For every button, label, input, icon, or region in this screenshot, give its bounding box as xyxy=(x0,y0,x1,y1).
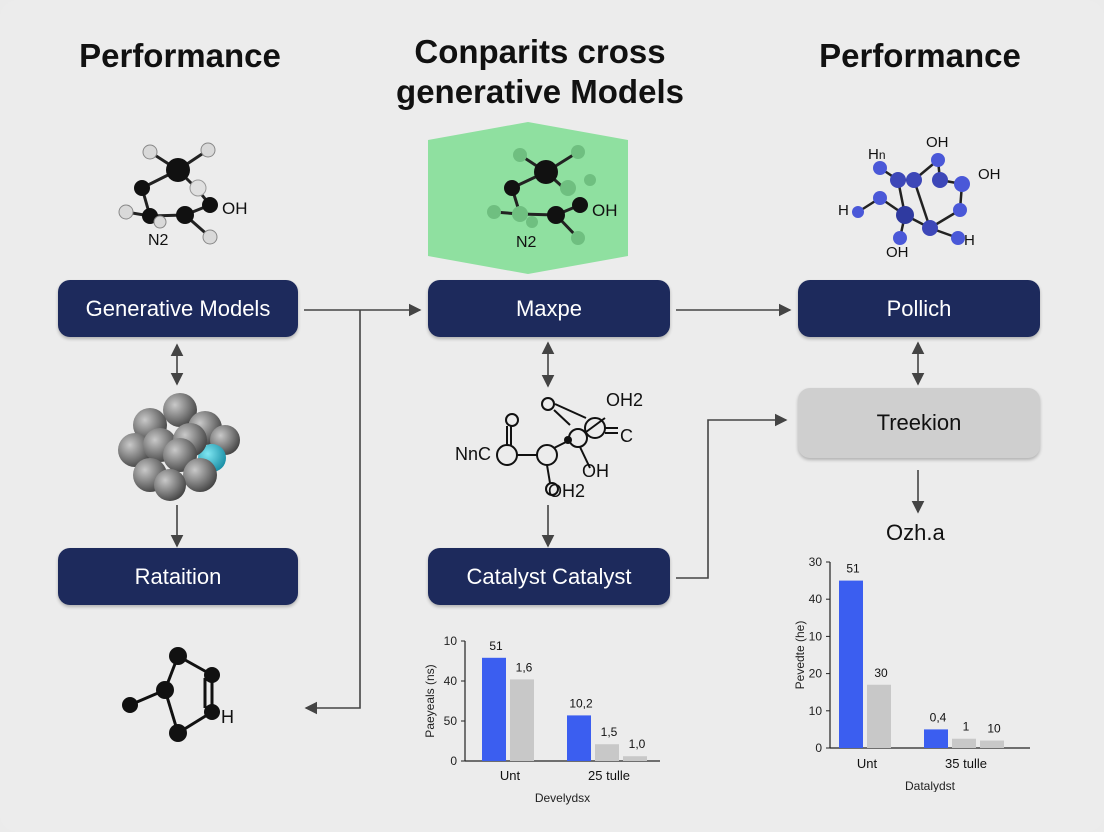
arrow-up-to-bottom-molecule xyxy=(304,310,361,715)
y-axis-label: Paeyeals (ns) xyxy=(423,664,437,737)
data-label: 51 xyxy=(489,639,503,653)
right-molecule-h-bottom-label: H xyxy=(964,232,975,249)
data-label: 10 xyxy=(987,722,1001,736)
right-column-title: Performance xyxy=(819,37,1021,74)
y-tick-label: 40 xyxy=(444,674,458,688)
bar xyxy=(980,740,1004,748)
maxpe-box[interactable]: Maxpe xyxy=(428,280,670,337)
data-label: 1,6 xyxy=(516,660,533,674)
bar xyxy=(952,738,976,748)
formula-nnc-label: NnC xyxy=(455,444,492,464)
catalyst-box[interactable]: Catalyst Catalyst xyxy=(428,548,670,605)
bar xyxy=(924,729,948,748)
y-tick-label: 10 xyxy=(809,704,823,718)
right-molecule-h-label: Hn xyxy=(868,146,886,163)
right-molecule-oh-right-label: OH xyxy=(978,166,1001,183)
center-column-title-line2: generative Models xyxy=(396,73,684,110)
ratition-box[interactable]: Rataition xyxy=(58,548,298,605)
bar xyxy=(867,684,891,748)
pollich-box[interactable]: Pollich xyxy=(798,280,1040,337)
generative-models-box[interactable]: Generative Models xyxy=(58,280,298,337)
right-molecule-oh-bottom-label: OH xyxy=(886,244,909,261)
y-axis-label: Pevedte (he) xyxy=(793,621,807,690)
y-tick-label: 20 xyxy=(809,667,823,681)
x-tick-label: Unt xyxy=(857,756,878,771)
data-label: 30 xyxy=(874,666,888,680)
right-molecule-oh-top-label: OH xyxy=(926,134,949,151)
left-molecule-n2-label: N2 xyxy=(148,232,169,249)
right-molecule-ho-label: H xyxy=(838,202,849,219)
bar xyxy=(839,580,863,748)
bar xyxy=(623,756,647,761)
x-tick-label: 35 tulle xyxy=(945,756,987,771)
formula-c-label: C xyxy=(620,426,633,446)
y-tick-label: 40 xyxy=(809,592,823,606)
data-label: 1 xyxy=(963,720,970,734)
data-label: 51 xyxy=(846,562,860,576)
x-axis-label: Develydsx xyxy=(535,791,590,805)
x-tick-label: 25 tulle xyxy=(588,768,630,783)
y-tick-label: 30 xyxy=(809,555,823,569)
treekion-box[interactable]: Treekion xyxy=(798,388,1040,458)
formula-oh-label: OH xyxy=(582,461,609,481)
data-label: 10,2 xyxy=(569,696,593,710)
y-tick-label: 10 xyxy=(809,629,823,643)
y-tick-label: 0 xyxy=(450,754,457,768)
left-molecule-oh-label: OH xyxy=(222,199,248,218)
center-column-title-line1: Conparits cross xyxy=(414,33,666,70)
formula-oh2-bottom-label: OH2 xyxy=(548,481,586,501)
data-label: 1,0 xyxy=(629,737,646,751)
bottom-molecule-h-label: H xyxy=(221,707,234,727)
y-tick-label: 50 xyxy=(444,714,458,728)
x-tick-label: Unt xyxy=(500,768,521,783)
y-tick-label: 0 xyxy=(815,741,822,755)
data-label: 0,4 xyxy=(930,710,947,724)
center-molecule-n2-label: N2 xyxy=(516,234,537,251)
left-column-title: Performance xyxy=(79,37,281,74)
bar xyxy=(567,715,591,761)
bar xyxy=(482,657,506,761)
data-label: 1,5 xyxy=(601,725,618,739)
bar xyxy=(510,679,534,761)
bar xyxy=(595,744,619,761)
y-tick-label: 10 xyxy=(444,634,458,648)
formula-oh2-top-label: OH2 xyxy=(606,390,644,410)
center-molecule-oh-label: OH xyxy=(592,201,618,220)
x-axis-label: Datalydst xyxy=(905,779,956,792)
arrow-catalyst-to-treekion xyxy=(676,413,788,579)
output-label: Ozh.a xyxy=(886,520,945,545)
